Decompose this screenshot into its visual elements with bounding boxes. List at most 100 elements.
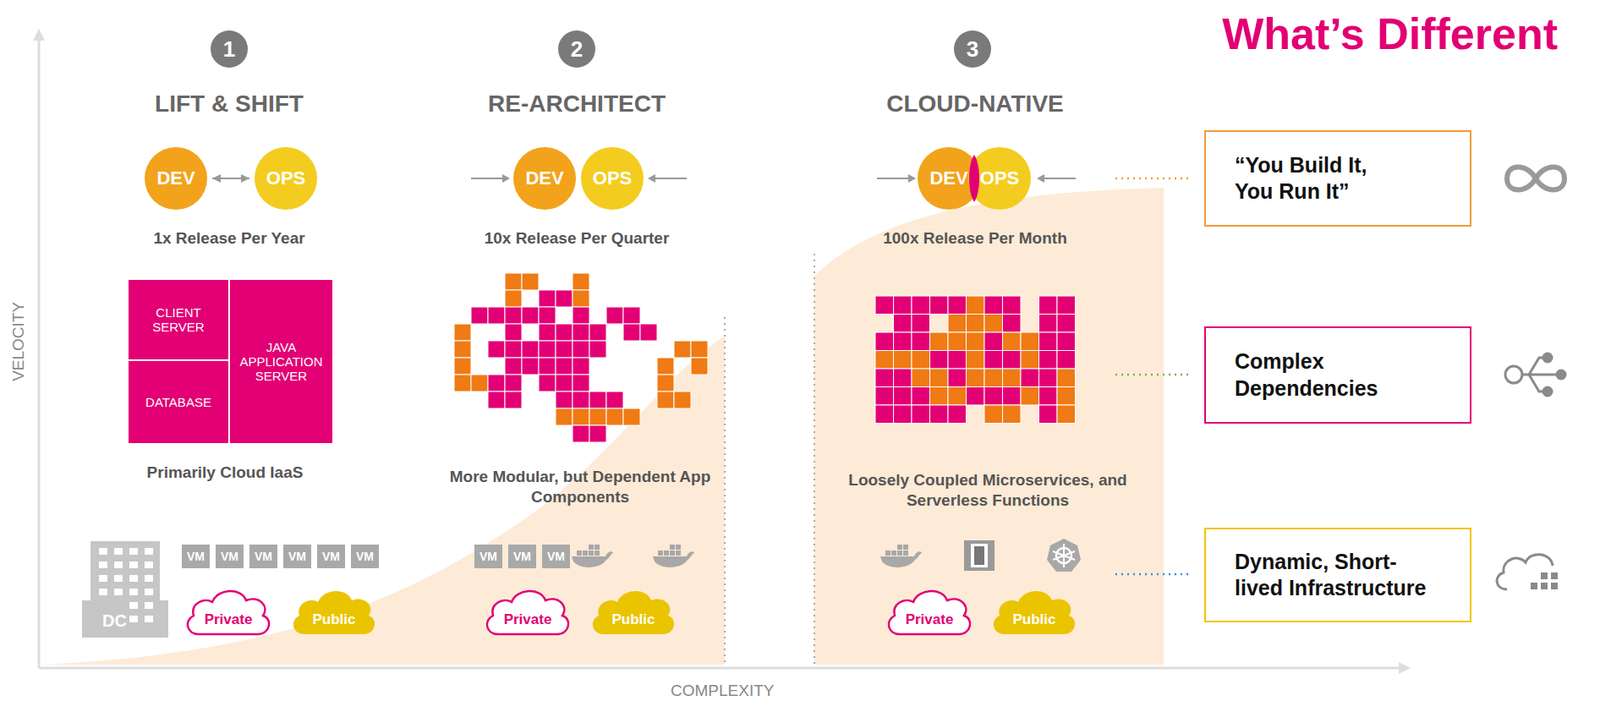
- block: [504, 391, 522, 409]
- block: [1057, 405, 1076, 424]
- block: [875, 350, 894, 370]
- cloud-outline: [487, 591, 569, 635]
- block: [589, 340, 607, 358]
- block: [504, 357, 522, 375]
- window: [144, 547, 154, 555]
- block: [1039, 332, 1058, 351]
- building-base: [82, 600, 169, 638]
- block: [911, 405, 931, 424]
- velocity-area: [40, 336, 725, 665]
- block: [1057, 332, 1076, 351]
- cloud-outline: [293, 591, 375, 635]
- title: What’s Different: [1221, 8, 1558, 60]
- block: [911, 368, 931, 388]
- axis: [38, 38, 41, 669]
- cloud-outline: [592, 591, 674, 635]
- public-cloud: Public: [287, 583, 381, 638]
- node-text: VM: [322, 549, 340, 564]
- block: [966, 332, 986, 351]
- cloud-outline: [187, 591, 269, 635]
- block: [893, 350, 913, 370]
- kubernetes-icon: [1046, 538, 1081, 572]
- block: [1039, 314, 1058, 334]
- serverless-icon: [964, 540, 995, 571]
- block: [521, 357, 539, 375]
- node-text: 2: [570, 36, 583, 63]
- node-text: “You Build It, You Run It”: [1234, 152, 1392, 206]
- private-cloud: Private: [481, 583, 575, 638]
- app-tier-box: DATABASE: [128, 361, 229, 444]
- block: [947, 350, 967, 370]
- node-text: 3: [966, 36, 979, 63]
- block: [984, 295, 1003, 315]
- stage-heading: LIFT & SHIFT: [85, 88, 373, 119]
- block: [606, 391, 624, 409]
- stage-note: 100x Release Per Month: [831, 228, 1119, 249]
- node-text: CLIENT SERVER: [131, 305, 225, 335]
- block: [673, 391, 691, 409]
- block: [930, 387, 949, 406]
- cloud-shape: [987, 583, 1081, 638]
- block: [875, 368, 894, 388]
- block: [875, 295, 894, 315]
- callout-box: Complex Dependencies: [1204, 326, 1472, 424]
- node-text: Public: [1012, 611, 1056, 629]
- node-text: DEV: [929, 167, 968, 190]
- block: [657, 391, 674, 409]
- node-text: DC: [102, 611, 127, 631]
- block: [555, 323, 573, 341]
- block: [893, 295, 913, 315]
- app-tier-box: JAVA APPLICATION SERVER: [230, 279, 333, 444]
- window: [144, 615, 154, 623]
- block: [1039, 387, 1058, 406]
- block: [589, 425, 607, 443]
- stage-note: Primarily Cloud IaaS: [81, 462, 369, 483]
- step-number: 3: [953, 30, 992, 68]
- node-text: VM: [513, 549, 532, 564]
- component-blocks: [454, 273, 1076, 443]
- block: [538, 306, 556, 324]
- public-cloud: Public: [586, 583, 680, 638]
- axis-head: [1398, 662, 1411, 674]
- block: [1002, 387, 1022, 406]
- arrow-head: [212, 174, 221, 183]
- block: [1039, 295, 1058, 315]
- block: [538, 357, 556, 375]
- block: [572, 374, 590, 392]
- block: [984, 350, 1003, 370]
- window: [98, 575, 108, 582]
- block: [504, 273, 522, 291]
- block: [911, 350, 931, 370]
- block: [893, 405, 913, 424]
- block: [947, 314, 967, 334]
- block: [966, 295, 986, 315]
- block: [589, 408, 607, 426]
- block: [606, 408, 624, 426]
- window: [129, 575, 138, 582]
- node-text: Private: [504, 611, 553, 629]
- node-text: Private: [204, 611, 253, 629]
- block: [572, 357, 590, 375]
- axis-head: [32, 28, 45, 41]
- app-tier-box: CLIENT SERVER: [128, 279, 229, 360]
- window: [129, 547, 138, 555]
- block: [538, 374, 556, 392]
- node-text: VM: [186, 549, 205, 564]
- node-text: OPS: [980, 167, 1020, 190]
- block: [1002, 368, 1022, 388]
- block: [589, 391, 607, 409]
- node-text: DEV: [156, 167, 195, 190]
- stage-heading: RE-ARCHITECT: [432, 88, 721, 119]
- block: [454, 374, 472, 392]
- window: [129, 561, 138, 569]
- cloud-outline: [993, 591, 1075, 635]
- block: [504, 323, 522, 341]
- block: [572, 306, 590, 324]
- stage-heading: CLOUD-NATIVE: [831, 88, 1119, 119]
- node-text: 1: [223, 36, 236, 63]
- block: [555, 391, 573, 409]
- block: [966, 314, 986, 334]
- block: [1002, 405, 1022, 424]
- block: [911, 314, 931, 334]
- block: [471, 306, 488, 324]
